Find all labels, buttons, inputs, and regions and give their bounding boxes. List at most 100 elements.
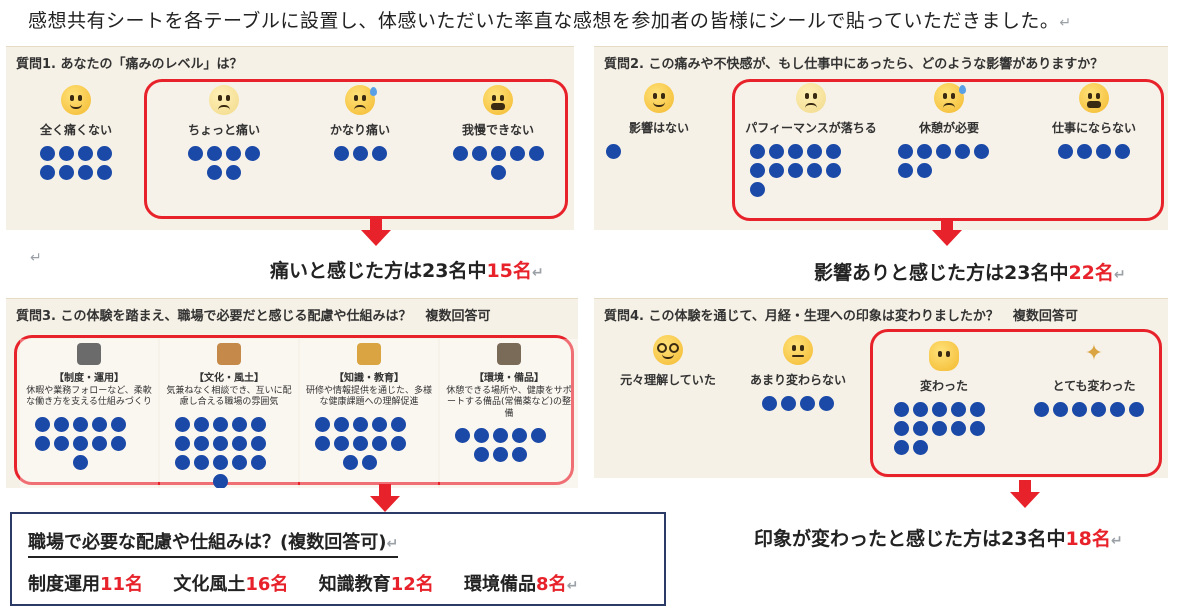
sticker-dot [174, 454, 190, 470]
sticker-dots [179, 146, 269, 180]
sticker-dot [1072, 402, 1087, 417]
sticker-dot [193, 435, 209, 451]
sticker-dot [454, 427, 470, 443]
q2-panel: 質問2. この痛みや不快感が、もし仕事中にあったら、どのような影響がありますか？… [594, 46, 1168, 230]
sticker-dot [932, 421, 947, 436]
q3-category: 【環境・備品】 休憩できる場所や、健康をサポートする備品(常備薬など)の整備 [440, 339, 578, 488]
pale-face-icon [796, 83, 826, 113]
q4-panel: 質問4. この体験を通じて、月経・生理への印象は変わりましたか？複数回答可 元々… [594, 298, 1168, 478]
sticker-dot [1058, 144, 1073, 159]
q3-category: 【文化・風土】 気兼ねなく相談でき、互いに配慮し合える職場の雰囲気 [160, 339, 298, 488]
sticker-dot [78, 165, 93, 180]
option-label: 休憩が必要 [918, 121, 979, 135]
sticker-dot [333, 435, 349, 451]
crying-face-icon [1079, 83, 1109, 113]
sticker-dot [174, 435, 190, 451]
sticker-dot [110, 435, 126, 451]
down-arrow-icon [370, 484, 400, 514]
q2-option: 影響はない [604, 83, 714, 159]
sticker-dot [807, 144, 822, 159]
sticker-dot [750, 182, 765, 197]
down-arrow-icon [932, 218, 962, 248]
option-label: 全く痛くない [39, 123, 112, 137]
option-label: 我慢できない [461, 123, 534, 137]
sticker-dot [231, 454, 247, 470]
sticker-dot [53, 435, 69, 451]
sticker-dot [193, 416, 209, 432]
down-arrow-icon [1010, 480, 1040, 510]
smile-face-icon [61, 85, 91, 115]
sticker-dot [390, 435, 406, 451]
sticker-dot [1053, 402, 1068, 417]
sticker-dot [371, 146, 387, 161]
q1-option: 我慢できない [438, 85, 558, 180]
sticker-dot [898, 144, 913, 159]
sticker-dot [1077, 144, 1092, 159]
category-title: 【知識・教育】 [334, 373, 404, 384]
sticker-dot [390, 416, 406, 432]
sticker-dot [936, 144, 951, 159]
sticker-dot [511, 427, 527, 443]
sweat-face-icon [345, 85, 377, 115]
sticker-dot [212, 473, 228, 488]
option-label: 影響はない [628, 121, 689, 135]
sticker-dots [750, 144, 850, 197]
sticker-dot [913, 440, 928, 455]
sticker-dot [452, 146, 468, 161]
q1-option: ちょっと痛い [164, 85, 284, 180]
option-label: 仕事にならない [1051, 121, 1136, 135]
sticker-dots [170, 416, 270, 488]
q4-option: あまり変わらない [738, 335, 858, 411]
category-desc: 休暇や業務フォローなど、柔軟な働き方を支える仕組みづくり [26, 386, 152, 408]
sticker-dot [894, 421, 909, 436]
sticker-dot [898, 163, 913, 178]
sticker-dot [819, 396, 834, 411]
summary-item: 環境備品8名↵ [464, 574, 579, 595]
q2-title: 質問2. この痛みや不快感が、もし仕事中にあったら、どのような影響がありますか？ [604, 57, 1104, 72]
sticker-dot [245, 146, 260, 161]
sticker-dot [72, 416, 88, 432]
sticker-dot [40, 146, 55, 161]
q4-result: 印象が変わったと感じた方は23名中18名↵ [754, 528, 1123, 550]
people-icon [77, 343, 101, 365]
sticker-dot [212, 435, 228, 451]
sticker-dots [1034, 402, 1144, 417]
sparkle-icon: ✦ [1084, 341, 1104, 366]
summary-item: 知識教育12名 [318, 574, 434, 595]
sticker-dot [314, 416, 330, 432]
q2-option: 仕事にならない [1034, 83, 1154, 159]
sticker-dot [250, 416, 266, 432]
sticker-dot [528, 146, 544, 161]
sticker-dot [951, 421, 966, 436]
sticker-dot [490, 146, 506, 161]
sticker-dot [826, 163, 841, 178]
sticker-dot [1129, 402, 1144, 417]
sticker-dot [174, 416, 190, 432]
summary-box: 職場で必要な配慮や仕組みは？(複数回答可)↵ 制度運用11名 文化風土16名 知… [10, 512, 666, 606]
sticker-dot [917, 144, 932, 159]
q4-title: 質問4. この体験を通じて、月経・生理への印象は変わりましたか？複数回答可 [604, 309, 1078, 324]
option-label: 変わった [919, 379, 968, 393]
sticker-dot [314, 435, 330, 451]
q1-panel: 質問1. あなたの「痛みのレベル」は？ 全く痛くない ちょっと痛い かなり痛い … [6, 46, 574, 230]
sticker-dot [913, 421, 928, 436]
sticker-dot [490, 165, 506, 180]
sticker-dot [226, 165, 241, 180]
sticker-dot [34, 416, 50, 432]
sticker-dot [333, 416, 349, 432]
sticker-dot [193, 454, 209, 470]
neutral-face-icon [783, 335, 813, 365]
sticker-dot [511, 446, 527, 462]
pale-face-icon [209, 85, 239, 115]
sticker-dot [769, 163, 784, 178]
sticker-dot [91, 416, 107, 432]
sticker-dot [917, 163, 932, 178]
sticker-dots [30, 416, 130, 470]
sticker-dot [913, 402, 928, 417]
q3-category: 【制度・運用】 休暇や業務フォローなど、柔軟な働き方を支える仕組みづくり [20, 339, 158, 488]
summary-item: 制度運用11名 [28, 574, 144, 595]
sticker-dot [955, 144, 970, 159]
sticker-dot [59, 146, 74, 161]
sticker-dot [91, 435, 107, 451]
sticker-dot [951, 402, 966, 417]
